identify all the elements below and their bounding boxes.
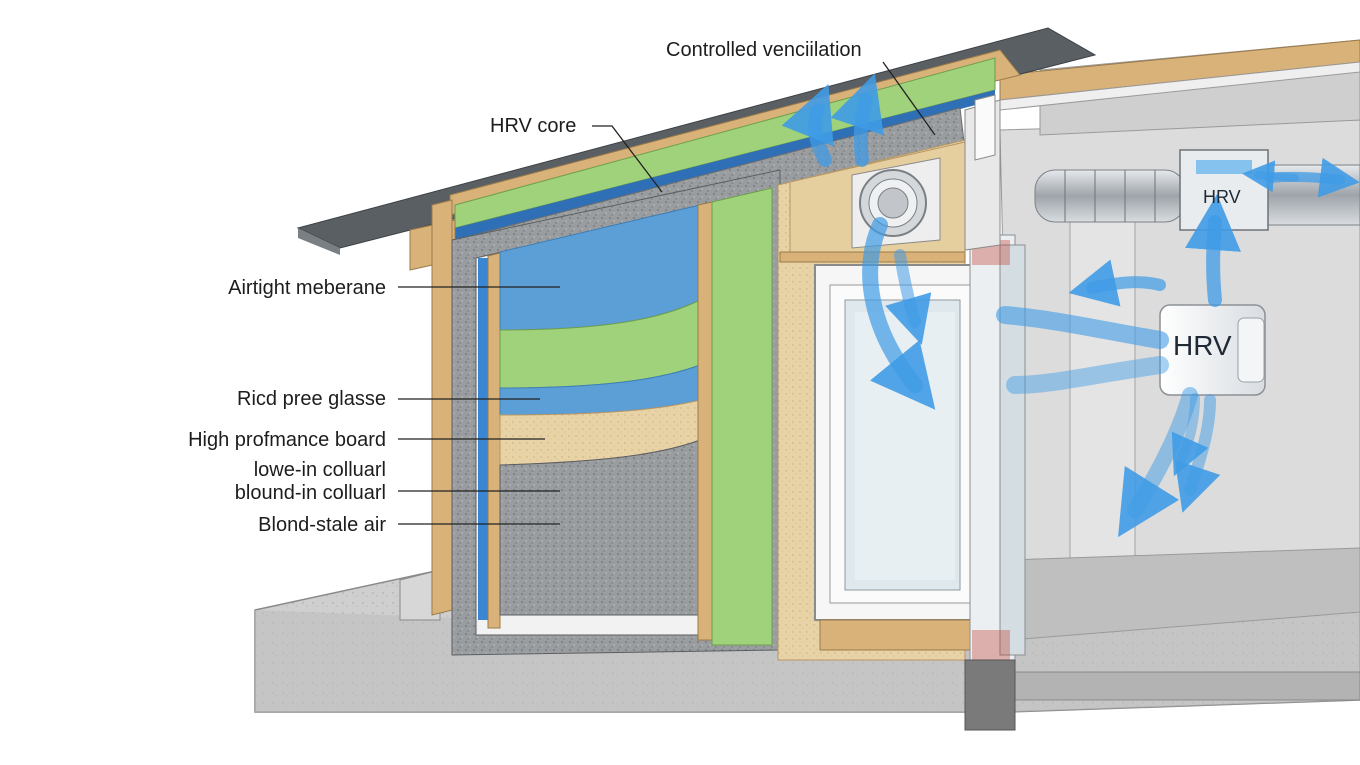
leader-controlled-ventilation	[882, 61, 936, 136]
exterior-cladding	[431, 199, 453, 616]
label-lowe-in-colluarl: lowe-in colluarl	[253, 459, 386, 481]
leader-lines	[398, 61, 936, 525]
label-airtight-membrane: Airtight meberane	[228, 277, 386, 299]
hrv-small-label: HRV	[1203, 187, 1241, 207]
hrv-large-label: HRV	[1173, 330, 1232, 361]
leader-hrv-core	[592, 125, 663, 193]
label-blond-stale-air: Blond-stale air	[258, 514, 386, 536]
label-controlled-ventilation: Controlled venciilation	[666, 39, 862, 61]
structural-column	[964, 94, 1001, 251]
label-blound-in-colluarl: blound-in colluarl	[234, 482, 386, 504]
label-ricd-pree-glasse: Ricd pree glasse	[237, 388, 386, 410]
ceiling-joist	[999, 39, 1360, 111]
wall-section	[451, 169, 781, 656]
label-high-performance-board: High profmance board	[188, 429, 386, 451]
hrv-large-unit	[1159, 304, 1266, 396]
airflow-arrows	[781, 73, 1360, 538]
label-hrv-core: HRV core	[490, 115, 577, 137]
